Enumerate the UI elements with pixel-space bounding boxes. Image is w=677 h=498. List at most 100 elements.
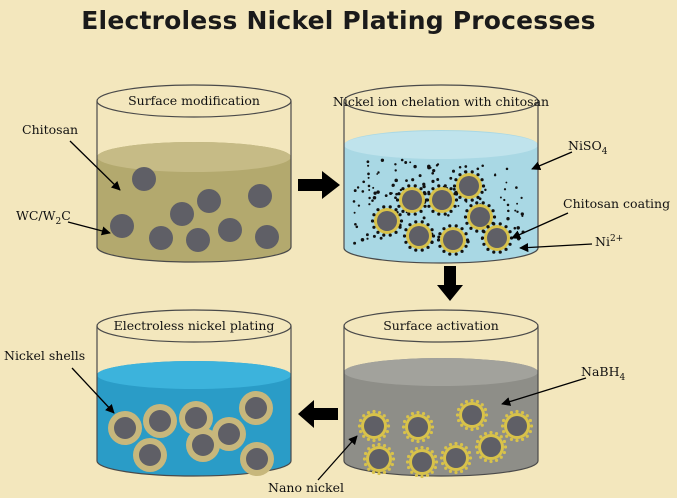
nano-nickel-particle-bead: [429, 419, 433, 424]
nano-nickel-particle-bead: [470, 398, 474, 403]
nano-nickel-particle-bead: [525, 414, 529, 418]
ni-ion-dot: [506, 217, 510, 221]
nano-nickel-particle-bead: [371, 444, 376, 448]
ni-ion-dot: [356, 186, 360, 189]
nano-nickel-particle-bead: [454, 470, 458, 475]
ni-ion-dot: [367, 176, 370, 179]
ni-ion-dot: [391, 184, 395, 187]
ni-ion-dot: [371, 199, 374, 202]
coated-particle-bead: [465, 209, 469, 213]
ni-ion-dot: [394, 196, 397, 200]
nano-nickel-particle-bead: [406, 415, 410, 419]
nano-nickel-particle-bead: [455, 413, 460, 417]
nano-nickel-particle-core: [408, 417, 428, 437]
coated-particle-bead: [388, 233, 392, 237]
coated-particle-bead: [376, 208, 380, 212]
coated-particle-bead: [464, 198, 468, 202]
nano-nickel-particle-bead: [433, 465, 437, 470]
nano-nickel-particle-bead: [382, 470, 387, 474]
ni-ion-dot: [365, 233, 369, 237]
nano-nickel-particle-bead: [528, 418, 532, 423]
nano-nickel-particle-bead: [430, 425, 435, 429]
nickel-shell-particle: [239, 391, 273, 425]
ni-ion-dot: [357, 204, 361, 207]
nano-nickel-particle-bead: [401, 425, 406, 429]
coated-particle-bead: [504, 225, 508, 229]
nano-nickel-particle-bead: [509, 437, 514, 441]
diagram-title: Electroless Nickel Plating Processes: [81, 6, 596, 35]
coated-particle-bead: [426, 223, 430, 227]
nano-nickel-particle-bead: [366, 411, 371, 415]
coated-particle: [463, 201, 497, 233]
nano-nickel-particle-bead: [500, 424, 505, 428]
step-label-surface-modification: Surface modification: [128, 93, 260, 108]
nano-nickel-particle-bead: [391, 457, 396, 461]
coated-particle-bead: [436, 238, 441, 242]
coated-particle-bead: [475, 229, 479, 233]
coated-particle-core: [443, 230, 463, 250]
nano-nickel-particle-bead: [467, 461, 471, 466]
nano-nickel-particle-bead: [366, 437, 371, 441]
ni-ion-dot: [376, 173, 379, 175]
ni-ion-dot: [520, 212, 524, 216]
coated-particle-bead: [431, 234, 436, 238]
coated-particle-bead: [382, 233, 386, 237]
nano-nickel-particle-bead: [515, 409, 519, 414]
nano-nickel-particle-bead: [425, 473, 430, 477]
nano-nickel-particle-bead: [377, 442, 381, 447]
nano-nickel-particle-bead: [377, 411, 382, 415]
nickel-shell-core: [185, 407, 207, 429]
coated-particle-bead: [480, 236, 485, 240]
nano-nickel-particle-bead: [414, 447, 419, 451]
coated-particle-bead: [430, 228, 434, 232]
nano-nickel-particle-bead: [430, 470, 434, 474]
ni-ion-dot: [513, 226, 517, 230]
nickel-shell-particle: [212, 417, 246, 451]
nano-nickel-particle-bead: [405, 460, 410, 464]
ni-ion-dot: [373, 191, 377, 195]
ni-ion-dot: [516, 202, 519, 205]
nano-nickel-particle-bead: [403, 419, 407, 424]
ni-ion-dot: [418, 174, 422, 178]
nano-nickel-particle: [439, 441, 473, 475]
nano-nickel-particle-bead: [474, 445, 479, 449]
coated-particle-bead: [423, 192, 427, 196]
nabh4-liquid-surface: [344, 358, 538, 386]
nano-nickel-particle: [474, 430, 508, 464]
nano-nickel-particle-bead: [430, 450, 434, 454]
nano-nickel-particle-bead: [489, 430, 493, 435]
coated-particle-bead: [464, 244, 468, 248]
coated-particle-bead: [498, 222, 502, 226]
nano-nickel-particle-bead: [509, 411, 514, 415]
arrow-down-icon: [437, 266, 463, 301]
coated-particle-bead: [443, 184, 447, 188]
nano-nickel-particle-bead: [410, 438, 415, 442]
nano-nickel-particle-bead: [475, 400, 480, 404]
coated-particle-bead: [430, 240, 434, 244]
wc-particle: [110, 214, 134, 238]
coated-particle-bead: [376, 230, 380, 234]
coated-particle-core: [402, 190, 422, 210]
ni-ion-dot: [505, 181, 508, 184]
nickel-shell-core: [149, 410, 171, 432]
nano-nickel-particle-bead: [464, 466, 468, 470]
nano-nickel-particle-bead: [528, 429, 532, 434]
ni-ion-dot: [372, 234, 376, 238]
coated-particle-bead: [464, 170, 468, 174]
wc-particles: [110, 167, 279, 252]
beaker-surface-activation: Surface activation: [343, 309, 539, 479]
plating-liquid-surface: [97, 361, 291, 389]
coated-particle-bead: [480, 190, 484, 194]
coated-particle-bead: [414, 248, 418, 252]
coated-particle-bead: [481, 184, 486, 188]
ni-ion-dot: [404, 161, 408, 164]
nickel-shell-core: [246, 448, 268, 470]
nano-nickel-particle-bead: [457, 407, 461, 412]
wc-particle: [149, 226, 173, 250]
nickel-shell-particle: [143, 404, 177, 438]
ni-ion-dot: [516, 237, 521, 241]
nickel-shell-particles: [108, 391, 274, 476]
coated-particle-bead: [491, 209, 495, 213]
pointer-nabh4: [501, 377, 587, 406]
